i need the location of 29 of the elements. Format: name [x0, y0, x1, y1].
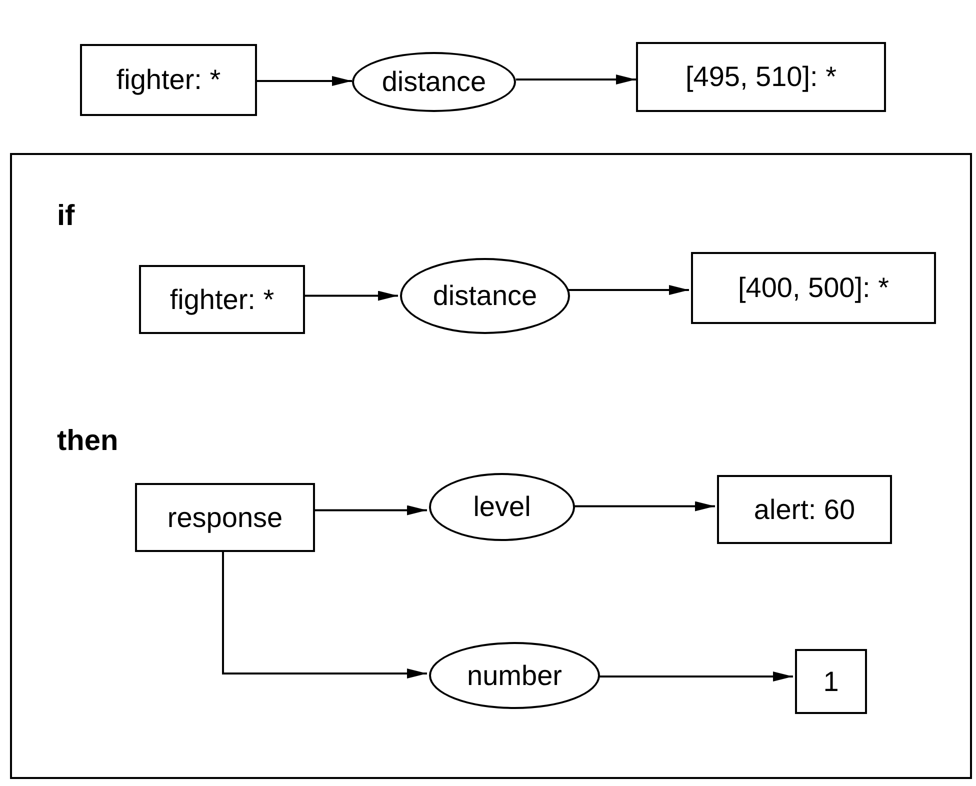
arrow [598, 672, 793, 682]
arrow [573, 501, 715, 512]
arrow [568, 285, 689, 295]
arrow [222, 550, 427, 678]
concept-box [135, 483, 315, 552]
concept-box [80, 44, 257, 116]
section-heading: if [57, 199, 75, 234]
node-label: level [473, 490, 531, 524]
node-label: alert: 60 [754, 492, 856, 526]
node-label: distance [382, 65, 486, 99]
node-label: response [167, 500, 283, 535]
node-label: fighter: * [170, 282, 274, 317]
node-label: fighter: * [116, 63, 221, 97]
concept-box [795, 649, 867, 714]
node-label: number [467, 658, 562, 692]
concept-box [139, 265, 305, 334]
section-heading: then [57, 424, 118, 459]
node-label: [495, 510]: * [685, 60, 836, 94]
arrow [313, 505, 427, 516]
concept-box [636, 42, 886, 112]
node-label: distance [432, 279, 538, 313]
arrow [516, 74, 636, 84]
concept-box [691, 252, 936, 324]
arrow [303, 290, 398, 301]
rule-panel [10, 153, 972, 779]
node-label: [400, 500]: * [738, 271, 889, 305]
arrow [257, 76, 352, 86]
node-label: 1 [823, 664, 839, 698]
concept-box [717, 475, 892, 544]
